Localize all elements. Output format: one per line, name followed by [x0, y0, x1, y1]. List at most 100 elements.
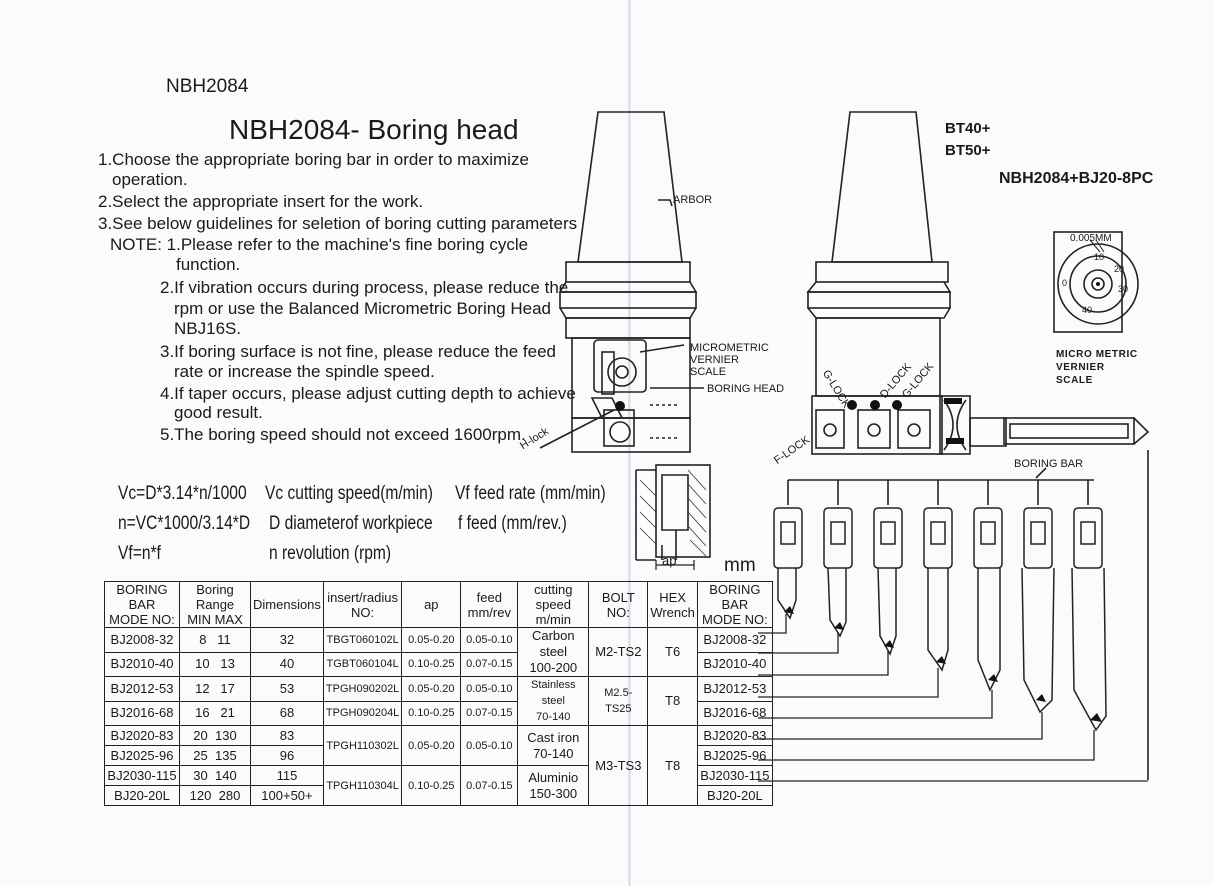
- cell-ap: 0.10-0.25: [401, 651, 462, 677]
- connector-lines: [758, 614, 1148, 782]
- cell-dimension: 115: [250, 765, 324, 786]
- note-3-cont: rate or increase the spindle speed.: [174, 362, 435, 381]
- cell-insert-merged-b: TPGH110304L: [322, 765, 403, 806]
- cell-dimension: 53: [250, 676, 324, 702]
- cell-range: 10 13: [179, 651, 251, 677]
- cell-ap-merged-a: 0.05-0.20: [401, 725, 462, 766]
- header-ap: ap: [401, 581, 462, 628]
- bt40-label: BT40+: [945, 120, 991, 137]
- cell-mode: BJ2008-32: [104, 627, 180, 653]
- cell-bolt-1: M2-TS2: [588, 627, 649, 677]
- boring-bar-4: [923, 507, 953, 672]
- cell-mode: BJ2025-96: [104, 745, 180, 766]
- arbor-label: ARBOR: [673, 194, 713, 206]
- table-row: BJ2008-32 8 11 32 TBGT060102L 0.05-0.20 …: [104, 627, 773, 677]
- micrometric-label-3: SCALE: [690, 366, 727, 378]
- dial-number-1: 10: [1094, 252, 1105, 262]
- cell-ap-merged-b: 0.10-0.25: [401, 765, 462, 806]
- cell-dimension: 96: [250, 745, 324, 766]
- cell-dimension: 83: [250, 725, 324, 746]
- note-1-cont: function.: [176, 255, 241, 274]
- dial-frame: [1053, 231, 1123, 333]
- mm-label: mm: [724, 555, 756, 576]
- definition-f: f feed (mm/rev.): [458, 513, 567, 534]
- definition-vf: Vf feed rate (mm/min): [455, 483, 606, 504]
- note-2-cont2: NBJ16S.: [174, 319, 242, 338]
- cell-ap: 0.05-0.20: [401, 676, 462, 702]
- ap-label: ap: [662, 553, 677, 568]
- table-row: BJ2012-53 12 17 53 TPGH090202L 0.05-0.20…: [104, 676, 773, 726]
- note-5: 5.The boring speed should not exceed 160…: [160, 425, 526, 444]
- cell-range: 16 21: [179, 700, 251, 726]
- cell-dimension: 40: [250, 651, 324, 677]
- boring-bar-3: [873, 507, 903, 656]
- cell-feed-merged-a: 0.05-0.10: [460, 725, 519, 766]
- dial-face: [1057, 243, 1139, 325]
- boring-bar-5: [973, 507, 1003, 692]
- boring-bar-label: BORING BAR: [1014, 458, 1084, 470]
- instruction-1-cont: operation.: [112, 170, 188, 189]
- left-flange-top: [565, 261, 691, 283]
- cell-mode-2: BJ2012-53: [696, 676, 773, 702]
- cell-hex-1: T6: [647, 627, 698, 677]
- formula-n: n=VC*1000/3.14*D: [118, 513, 251, 534]
- cell-insert: TGBT060104L: [322, 651, 403, 677]
- right-boring-head-block: [811, 395, 943, 455]
- note-4-cont: good result.: [174, 403, 263, 422]
- cell-mode-2: BJ2008-32: [696, 627, 773, 653]
- cell-feed: 0.07-0.15: [460, 651, 519, 677]
- table-row: BJ20-20L 120 280 100+50+ BJ20-20L: [104, 785, 773, 806]
- cell-insert-merged-a: TPGH110302L: [322, 725, 403, 766]
- micro-metric-label-1: MICRO METRIC: [1056, 349, 1138, 360]
- cell-range: 12 17: [179, 676, 251, 702]
- cell-bolt-3: M3-TS3: [588, 725, 649, 806]
- left-flange: [559, 291, 697, 309]
- cell-mode: BJ20-20L: [104, 785, 180, 806]
- header-bolt: BOLT NO:: [588, 581, 649, 628]
- instruction-3: 3.See below guidelines for seletion of b…: [98, 214, 578, 233]
- cell-bolt-2: M2.5-TS25: [588, 676, 649, 726]
- cell-hex-2: T8: [647, 676, 698, 726]
- table-row: BJ2025-96 25 135 96 BJ2025-96: [104, 745, 773, 766]
- table-row: BJ2010-40 10 13 40 TGBT060104L 0.10-0.25…: [104, 651, 773, 677]
- left-boring-head-body: [571, 337, 691, 419]
- paper-fold: [628, 0, 631, 886]
- left-vernier-dial: [607, 357, 637, 387]
- micro-metric-label-3: SCALE: [1056, 375, 1093, 386]
- boring-bar-7: [1071, 507, 1107, 732]
- formula-vf: Vf=n*f: [118, 543, 161, 564]
- cell-feed: 0.05-0.10: [460, 676, 519, 702]
- cell-mode-2: BJ2025-96: [696, 745, 773, 766]
- cell-ap: 0.05-0.20: [401, 627, 462, 653]
- cell-insert: TPGH090202L: [322, 676, 403, 702]
- note-2-cont: rpm or use the Balanced Micrometric Bori…: [174, 299, 551, 318]
- cell-mode: BJ2020-83: [104, 725, 180, 746]
- cell-range: 120 280: [179, 785, 251, 806]
- dial-number-4: 40: [1082, 305, 1093, 315]
- dial-number-2: 20: [1114, 264, 1125, 274]
- left-arbor-taper: [577, 111, 683, 263]
- cell-feed-merged-b: 0.07-0.15: [460, 765, 519, 806]
- cell-mode: BJ2010-40: [104, 651, 180, 677]
- note-3: 3.If boring surface is not fine, please …: [160, 342, 556, 361]
- cell-feed: 0.05-0.10: [460, 627, 519, 653]
- formula-vc: Vc=D*3.14*n/1000: [118, 483, 247, 504]
- cell-hex-3: T8: [647, 725, 698, 806]
- document-title: NBH2084- Boring head: [229, 114, 519, 145]
- cell-mode-2: BJ2030-115: [696, 765, 773, 786]
- set-name-label: NBH2084+BJ20-8PC: [999, 170, 1154, 187]
- definition-d: D diameterof workpiece: [269, 513, 433, 534]
- definition-vc: Vc cutting speed(m/min): [265, 483, 433, 504]
